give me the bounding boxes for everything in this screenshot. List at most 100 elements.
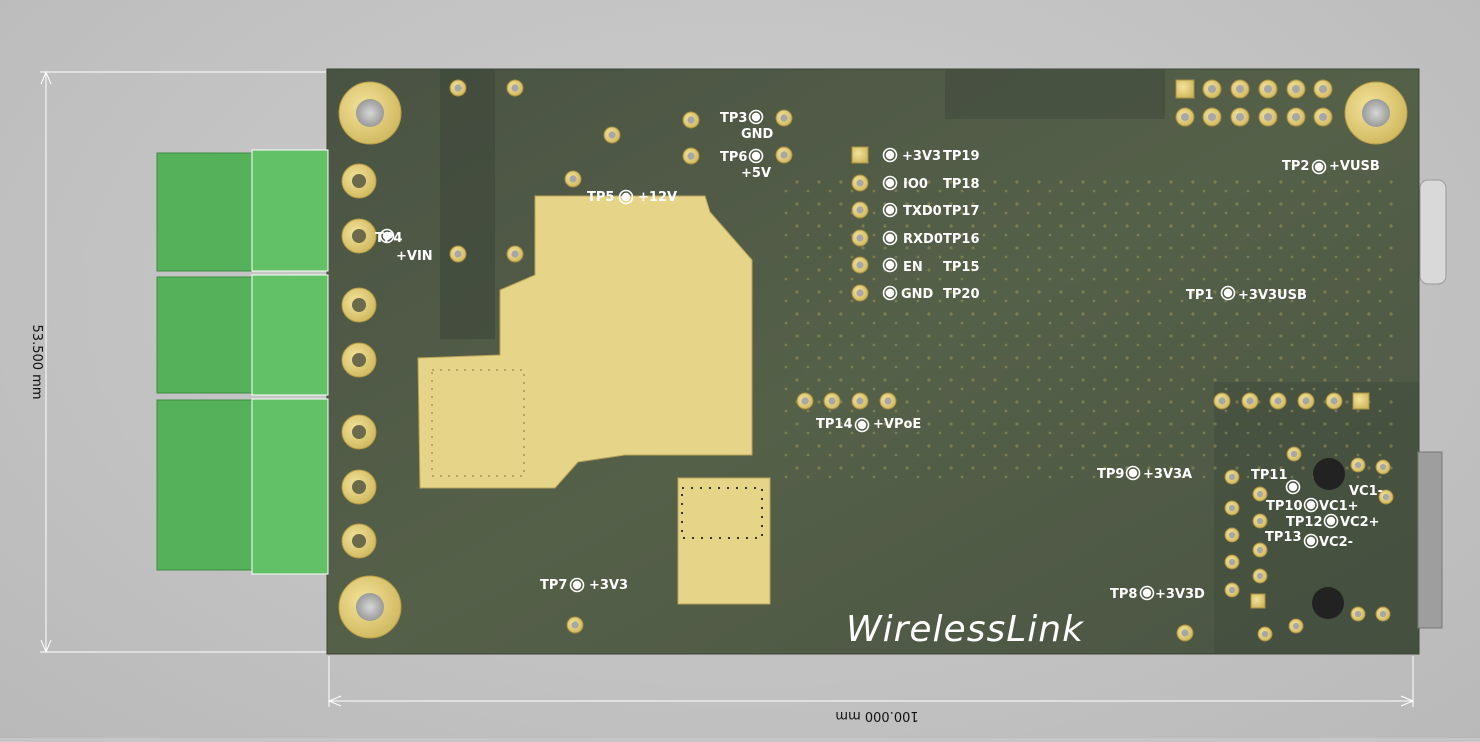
pad-drill [1263,112,1273,122]
test-point-outline [882,147,898,163]
header-tp15: TP15 [943,260,980,275]
tp10-id: TP10 [1266,499,1303,514]
test-point-marker [379,228,395,244]
header-pin [851,201,869,219]
test-point-outline [1303,533,1319,549]
pad-drill [1274,397,1282,405]
via-field [780,180,1400,480]
terminal-pad-hole [352,425,366,439]
tp12-id: TP12 [1286,515,1323,530]
test-point-outline [1125,465,1141,481]
pad-drill [1256,572,1264,580]
height-dimension: 53.500 mm [29,70,326,654]
via-pad [506,79,524,97]
test-point-marker [748,148,764,164]
ethernet-pad [1350,457,1366,473]
ethernet-pad [1375,459,1391,475]
tp8-id: TP8 [1110,587,1137,602]
header-label-gnd: GND [901,287,934,302]
test-point-outline [882,230,898,246]
pad-drill [1291,84,1301,94]
tp4-net: +VIN [396,249,433,264]
pad-drill [1330,397,1338,405]
via-array-main [431,369,525,477]
expansion-header-pin [1230,79,1250,99]
via-pad [775,146,793,164]
tp1-id: TP1 [1186,288,1213,303]
test-point-outline [1311,159,1327,175]
ethernet-pad [1213,392,1231,410]
terminal-pad [341,414,377,450]
terminal-block-3 [156,398,329,575]
test-point-dot [1306,500,1316,510]
terminal-pad [341,342,377,378]
test-point-labels: TP3 GND TP6 +5V TP5 +12V TP4 +VIN TP7 +3… [375,111,1383,602]
pad-drill [1379,610,1387,618]
ethernet-pad [1252,513,1268,529]
test-point-outline [882,285,898,301]
pad-drill [1228,504,1236,512]
usb-c-connector [1419,179,1447,285]
ethernet-pad [1297,392,1315,410]
terminal-pad [341,163,377,199]
expansion-header-pin [1286,79,1306,99]
pad-drill [1256,517,1264,525]
terminal-pad [341,469,377,505]
pad-drill [1256,490,1264,498]
test-point-marker [854,417,870,433]
terminal-pad-hole [352,229,366,243]
header-tp19: TP19 [943,149,980,164]
test-point-marker [882,175,898,191]
test-point-marker [1303,533,1319,549]
ethernet-pad [1252,568,1268,584]
test-point-marker [1220,285,1236,301]
pad-drill [1291,112,1301,122]
tp4-id: TP4 [375,231,402,246]
terminal-pad-hole [352,174,366,188]
test-point-outline [1220,285,1236,301]
expansion-header-pin [1202,79,1222,99]
test-point-outline [882,202,898,218]
tp5-id: TP5 [587,190,614,205]
pad-drill [801,397,809,405]
vpoe-pad [796,392,814,410]
pad-drill [1354,610,1362,618]
mounting-hole [338,81,402,145]
pad-drill [884,397,892,405]
pad-drill [1235,112,1245,122]
test-point-dot [1142,588,1152,598]
pad-drill [608,131,616,139]
ethernet-pad [1224,554,1240,570]
width-dimension-label: 100.000 mm [835,708,918,723]
width-dimension: 100.000 mm [327,656,1415,723]
ethernet-pad [1252,542,1268,558]
test-point-dot [1128,468,1138,478]
pad-drill [1228,473,1236,481]
tp10-net: VC1+ [1319,499,1359,514]
test-point-outline [748,148,764,164]
tp13-net: VC2- [1319,535,1353,550]
pad-drill [1382,493,1390,501]
pad-drill [856,289,864,297]
led-component [1312,587,1344,619]
pad-drill [856,234,864,242]
led-component [1313,458,1345,490]
ground-region [440,69,495,339]
tp8-net: +3V3D [1155,587,1205,602]
tp11-net: VC1- [1349,484,1383,499]
tp2-id: TP2 [1282,159,1309,174]
tp6-net: +5V [741,166,771,181]
ethernet-pad [1375,606,1391,622]
header-label-txd0: TXD0 [903,204,942,219]
header-pin [851,256,869,274]
header-labels: +3V3 TP19 IO0 TP18 TXD0 TP17 RXD0 TP16 E… [901,149,980,302]
tp9-net: +3V3A [1143,467,1192,482]
pad-drill [511,84,519,92]
pad-drill [1318,112,1328,122]
pad-drill [454,84,462,92]
pad-drill [1318,84,1328,94]
ethernet-pad [1224,527,1240,543]
terminal-pad [341,218,377,254]
